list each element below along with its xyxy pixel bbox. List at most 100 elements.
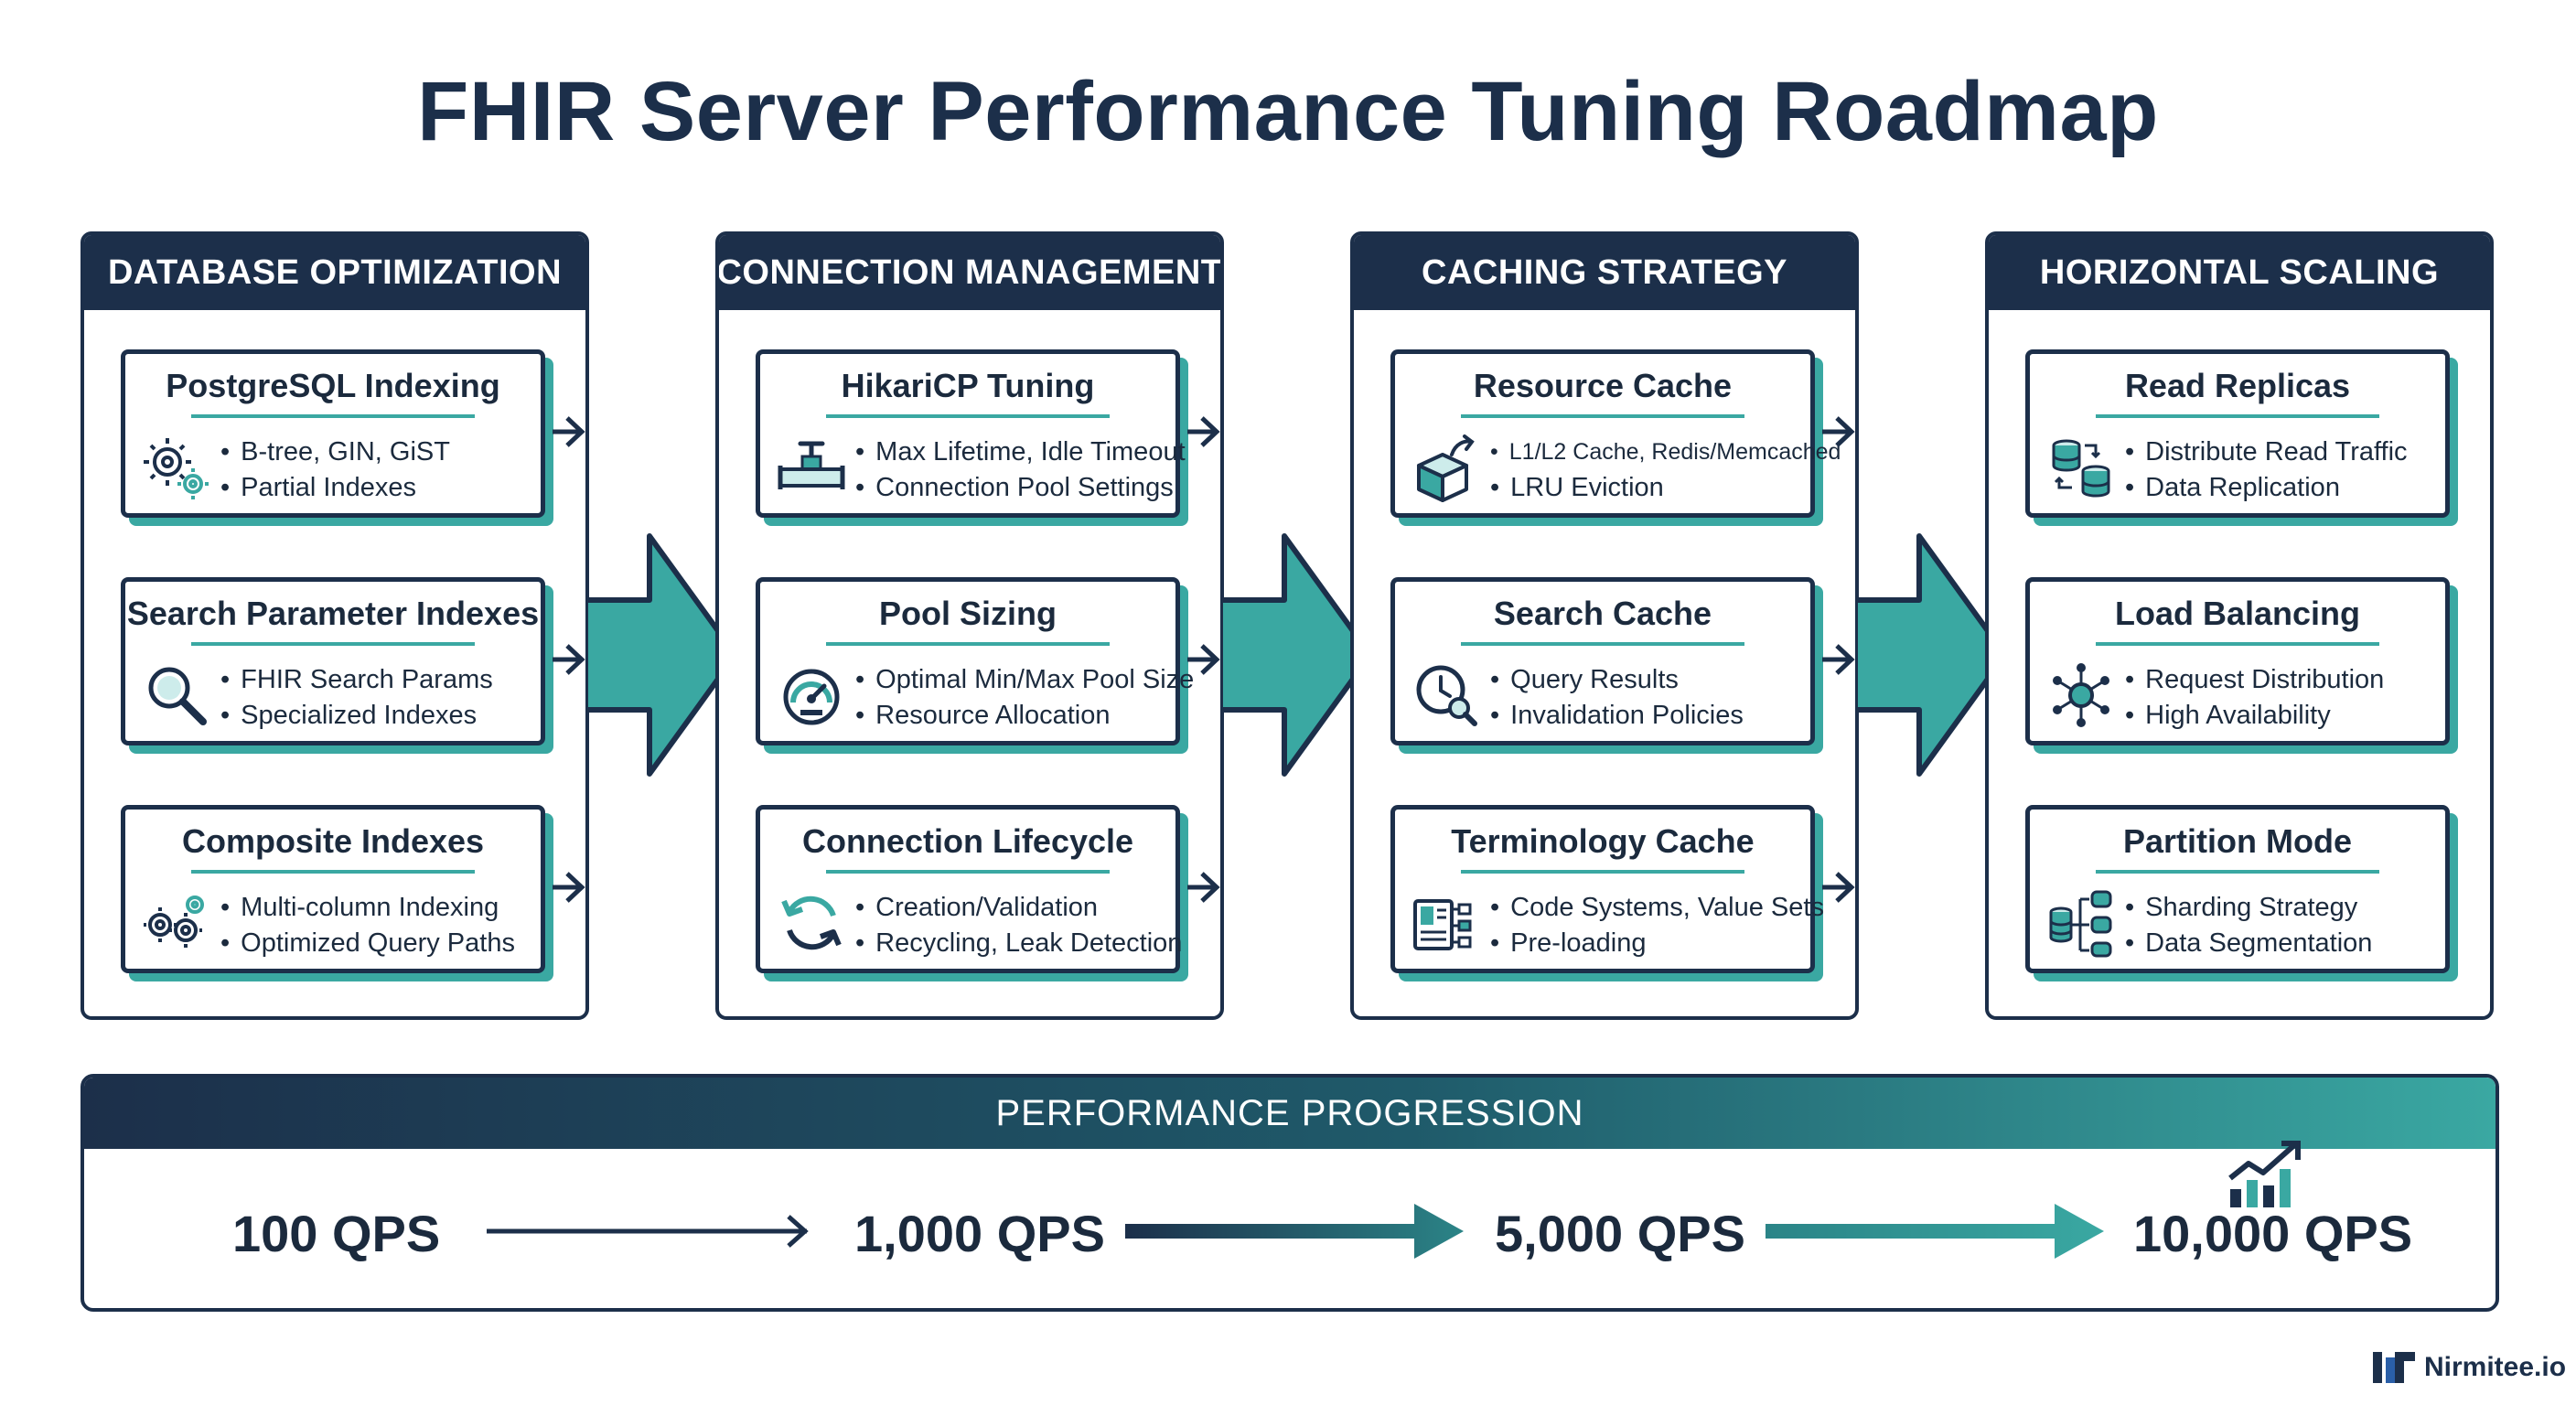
card-divider: [1461, 642, 1744, 646]
stage-flow-arrow: [1855, 533, 2008, 777]
card-divider: [2096, 642, 2379, 646]
bullet: Request Distribution: [2125, 662, 2438, 698]
card-postgresql-indexing: PostgreSQL Indexing B-tree, GIN, GiST Pa…: [121, 349, 545, 518]
card-title: PostgreSQL Indexing: [166, 367, 500, 404]
bullet: Specialized Indexes: [220, 698, 533, 734]
card-divider: [2096, 414, 2379, 418]
bullet: Creation/Validation: [855, 890, 1168, 926]
bullet: Optimized Query Paths: [220, 926, 533, 961]
cube-icon: [1417, 434, 1475, 502]
card-composite-indexes: Composite Indexes Multi-column Indexing …: [121, 805, 545, 973]
stage-connection-management: CONNECTION MANAGEMENT HikariCP Tuning Ma…: [715, 231, 1224, 1020]
card-divider: [826, 642, 1110, 646]
card-title: Terminology Cache: [1451, 822, 1755, 860]
card-divider: [191, 642, 475, 646]
bullet: FHIR Search Params: [220, 662, 533, 698]
progression-arrow: [487, 1215, 809, 1248]
card-bullets: Multi-column Indexing Optimized Query Pa…: [220, 890, 533, 961]
card-pool-sizing: Pool Sizing Optimal Min/Max Pool Size Re…: [756, 577, 1194, 745]
brand-logo: Nirmitee.io: [2373, 1352, 2566, 1383]
card-connection-lifecycle: Connection Lifecycle Creation/Validation…: [756, 805, 1182, 973]
network-hub-icon: [2053, 663, 2109, 727]
bullet: L1/L2 Cache, Redis/Memcached: [1490, 434, 1841, 470]
book-icon: [1413, 899, 1472, 950]
card-bullets: Query Results Invalidation Policies: [1490, 662, 1803, 734]
card-title: Resource Cache: [1473, 367, 1733, 404]
card-divider: [1461, 870, 1744, 874]
card-title: HikariCP Tuning: [841, 367, 1095, 404]
card-read-replicas: Read Replicas Distribute Read Traffic Da…: [2025, 349, 2450, 518]
card-resource-cache: Resource Cache L1/L2 Cache, Redis/Memcac…: [1390, 349, 1841, 518]
qps-step: 100 QPS: [232, 1205, 441, 1262]
nirmitee-logo-icon: [2373, 1352, 2415, 1383]
stage-header: CONNECTION MANAGEMENT: [719, 235, 1220, 310]
card-load-balancing: Load Balancing Request Distribution High…: [2025, 577, 2450, 745]
progression-header: PERFORMANCE PROGRESSION: [84, 1078, 2496, 1149]
stage-flow-arrow: [1220, 533, 1373, 777]
stage-horizontal-scaling: HORIZONTAL SCALING Read Replicas Distrib…: [1985, 231, 2494, 1020]
card-bullets: FHIR Search Params Specialized Indexes: [220, 662, 533, 734]
card-title: Search Cache: [1493, 595, 1712, 632]
bullet: Max Lifetime, Idle Timeout: [855, 434, 1185, 470]
arrow-right-icon: [553, 416, 585, 447]
bullet: Data Segmentation: [2125, 926, 2438, 961]
arrow-right-icon: [1822, 872, 1855, 903]
bullet: Connection Pool Settings: [855, 470, 1174, 506]
stage-header: CACHING STRATEGY: [1354, 235, 1855, 310]
brand-name: Nirmitee.io: [2424, 1352, 2567, 1382]
stage-caching-strategy: CACHING STRATEGY Resource Cache L1/L2 Ca…: [1350, 231, 1859, 1020]
arrow-right-icon: [1187, 872, 1220, 903]
card-divider: [191, 414, 475, 418]
performance-progression-panel: PERFORMANCE PROGRESSION 100 QPS 1,000 QP…: [80, 1074, 2499, 1312]
bullet: Sharding Strategy: [2125, 890, 2438, 926]
gears-icon: [144, 438, 209, 499]
card-title: Read Replicas: [2124, 367, 2351, 404]
bullet: Partial Indexes: [220, 470, 533, 506]
card-title: Load Balancing: [2114, 595, 2361, 632]
card-bullets: Optimal Min/Max Pool Size Resource Alloc…: [855, 662, 1194, 734]
bullet: Recycling, Leak Detection: [855, 926, 1182, 961]
bullet: Invalidation Policies: [1490, 698, 1803, 734]
arrow-right-icon: [1822, 416, 1855, 447]
arrow-right-icon: [1187, 416, 1220, 447]
progression-arrow: [1766, 1204, 2104, 1259]
card-divider: [2096, 870, 2379, 874]
card-partition-mode: Partition Mode Sharding Strategy Data Se…: [2025, 805, 2450, 973]
qps-step: 10,000 QPS: [2133, 1205, 2413, 1262]
card-title: Connection Lifecycle: [801, 822, 1134, 860]
card-hikaricp-tuning: HikariCP Tuning Max Lifetime, Idle Timeo…: [756, 349, 1186, 518]
bullet: Code Systems, Value Sets: [1490, 890, 1824, 926]
bullet: LRU Eviction: [1490, 470, 1803, 506]
stage-header: DATABASE OPTIMIZATION: [84, 235, 585, 310]
progression-arrow: [1125, 1204, 1464, 1259]
arrow-right-icon: [553, 872, 585, 903]
bullet: B-tree, GIN, GiST: [220, 434, 533, 470]
stage-database-optimization: DATABASE OPTIMIZATION PostgreSQL Indexin…: [80, 231, 589, 1020]
card-bullets: Request Distribution High Availability: [2125, 662, 2438, 734]
card-bullets: B-tree, GIN, GiST Partial Indexes: [220, 434, 533, 506]
arrow-right-icon: [553, 644, 585, 675]
bullet: Distribute Read Traffic: [2125, 434, 2438, 470]
card-search-parameter-indexes: Search Parameter Indexes FHIR Search Par…: [121, 577, 545, 745]
magnifier-icon: [148, 667, 207, 725]
page-title: FHIR Server Performance Tuning Roadmap: [417, 65, 2159, 158]
card-bullets: L1/L2 Cache, Redis/Memcached LRU Evictio…: [1490, 434, 1841, 506]
valve-icon: [778, 441, 845, 489]
gauge-icon: [783, 669, 840, 725]
card-bullets: Creation/Validation Recycling, Leak Dete…: [855, 890, 1182, 961]
bullet: Data Replication: [2125, 470, 2438, 506]
arrow-right-icon: [1822, 644, 1855, 675]
card-bullets: Sharding Strategy Data Segmentation: [2125, 890, 2438, 961]
card-divider: [191, 870, 475, 874]
gears-icon: [144, 896, 204, 948]
card-title: Partition Mode: [2123, 822, 2352, 860]
clock-search-icon: [1416, 665, 1477, 726]
card-divider: [826, 414, 1110, 418]
card-divider: [1461, 414, 1744, 418]
bullet: Pre-loading: [1490, 926, 1803, 961]
card-divider: [826, 870, 1110, 874]
refresh-icon: [781, 896, 842, 950]
stage-flow-arrow: [585, 533, 738, 777]
bullet: Multi-column Indexing: [220, 890, 533, 926]
card-title: Composite Indexes: [181, 822, 485, 860]
